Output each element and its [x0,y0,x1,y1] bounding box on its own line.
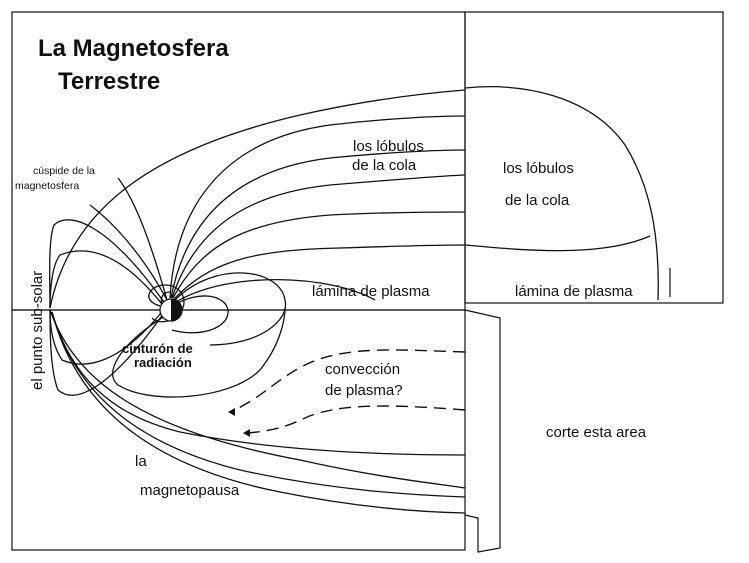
cut-area-label: corte esta area [546,424,647,441]
tail-lobe-field-lines [169,115,651,300]
southern-field-lines [51,311,466,514]
earth [159,298,183,322]
lobe-line-5 [173,244,466,300]
lobe-line-2 [170,149,466,299]
south-line-3 [51,311,466,514]
belt-outer-ring [148,284,185,323]
radiation-belt-label-line1: cinturón de [122,341,193,356]
lobe-line-1 [169,115,466,299]
convection-arrow-lower [243,429,250,437]
lobe-line-right [464,235,651,252]
south-line-1 [51,311,466,456]
south-line-2 [51,311,466,498]
plasma-convection-paths [228,349,466,437]
cusp-label-line2: magnetosfera [15,180,79,192]
lobe-line-3 [171,174,466,299]
convection-path-upper [229,349,466,413]
upper-right-panel [464,11,724,304]
closed-loop-1 [174,272,287,346]
magnetopause-lower [49,309,466,489]
closed-loop-3 [171,295,229,334]
lobes-outer-line1: los lóbulos [503,160,574,177]
dayside-line-1 [49,250,166,309]
dayside-line-3 [49,307,166,365]
magnetopause-label-line2: magnetopausa [140,482,240,499]
closed-field-lines [112,272,376,398]
panel-outlines [11,11,724,553]
convection-path-lower [244,405,466,434]
dayside-line-2 [49,219,167,309]
lower-left-panel [11,309,466,551]
diagram-title-line1: La Magnetosfera [38,35,229,62]
cusp-label-line1: cúspide de la [33,165,95,177]
magnetopause-upper-right [464,85,659,301]
closed-loop-2 [175,278,376,303]
cut-tab [464,309,501,553]
cusp-line-north-2 [89,204,168,301]
lobes-inner-line2: de la cola [352,157,417,174]
plasma-sheet-outer-label: lámina de plasma [515,283,633,300]
lobes-inner-line1: los lóbulos [353,138,424,155]
closed-loop-4 [112,307,286,398]
cusp-line-north [117,177,168,301]
magnetopause-label-line1: la [135,453,147,470]
subsolar-point-label: el punto sub-solar [29,271,46,390]
convection-arrow-upper [228,408,235,416]
lobes-outer-line2: de la cola [505,192,570,209]
earth-nightside [171,299,182,321]
radiation-belt-label-line2: radiación [134,355,192,370]
lobe-line-4 [172,211,466,299]
diagram-title-line2: Terrestre [58,68,160,95]
magnetopause-upper-left [49,89,466,309]
cusp-field-lines [89,177,168,301]
convection-label-line1: convección [325,361,400,378]
convection-label-line2: de plasma? [325,382,403,399]
plasma-sheet-inner-label: lámina de plasma [312,283,430,300]
dayside-line-4 [49,309,167,396]
dayside-field-lines [49,219,167,396]
magnetopause-boundary [49,85,659,489]
